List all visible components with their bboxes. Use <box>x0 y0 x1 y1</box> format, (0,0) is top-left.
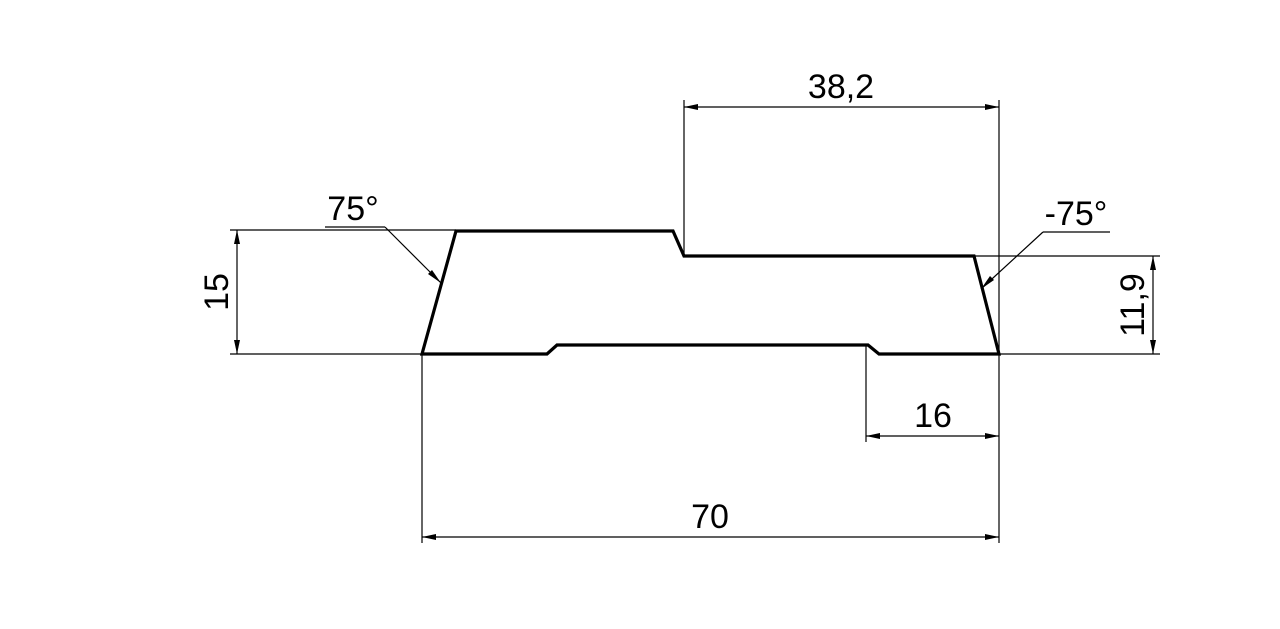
arrow-right-bottom <box>1150 340 1156 354</box>
arrow-angle-left <box>428 270 441 283</box>
arrow-total-right <box>985 534 999 540</box>
arrow-total-left <box>422 534 436 540</box>
arrow-left-top <box>234 230 240 244</box>
arrow-left-bottom <box>234 340 240 354</box>
arrow-top-right <box>985 104 999 110</box>
dimension-label-left: 15 <box>198 273 236 311</box>
arrow-16-right <box>985 433 999 439</box>
arrow-16-left <box>866 433 880 439</box>
angle-label-left: 75° <box>327 190 378 228</box>
arrow-right-top <box>1150 256 1156 270</box>
arrow-top-left <box>684 104 698 110</box>
dimension-label-top: 38,2 <box>808 68 874 106</box>
dimension-label-total: 70 <box>691 498 729 536</box>
angle-label-right: -75° <box>1045 195 1108 233</box>
profile-outline <box>419 229 1002 356</box>
dimension-label-right: 11,9 <box>1114 273 1152 337</box>
arrow-angle-right <box>981 276 994 289</box>
dimension-label-16: 16 <box>914 397 952 435</box>
